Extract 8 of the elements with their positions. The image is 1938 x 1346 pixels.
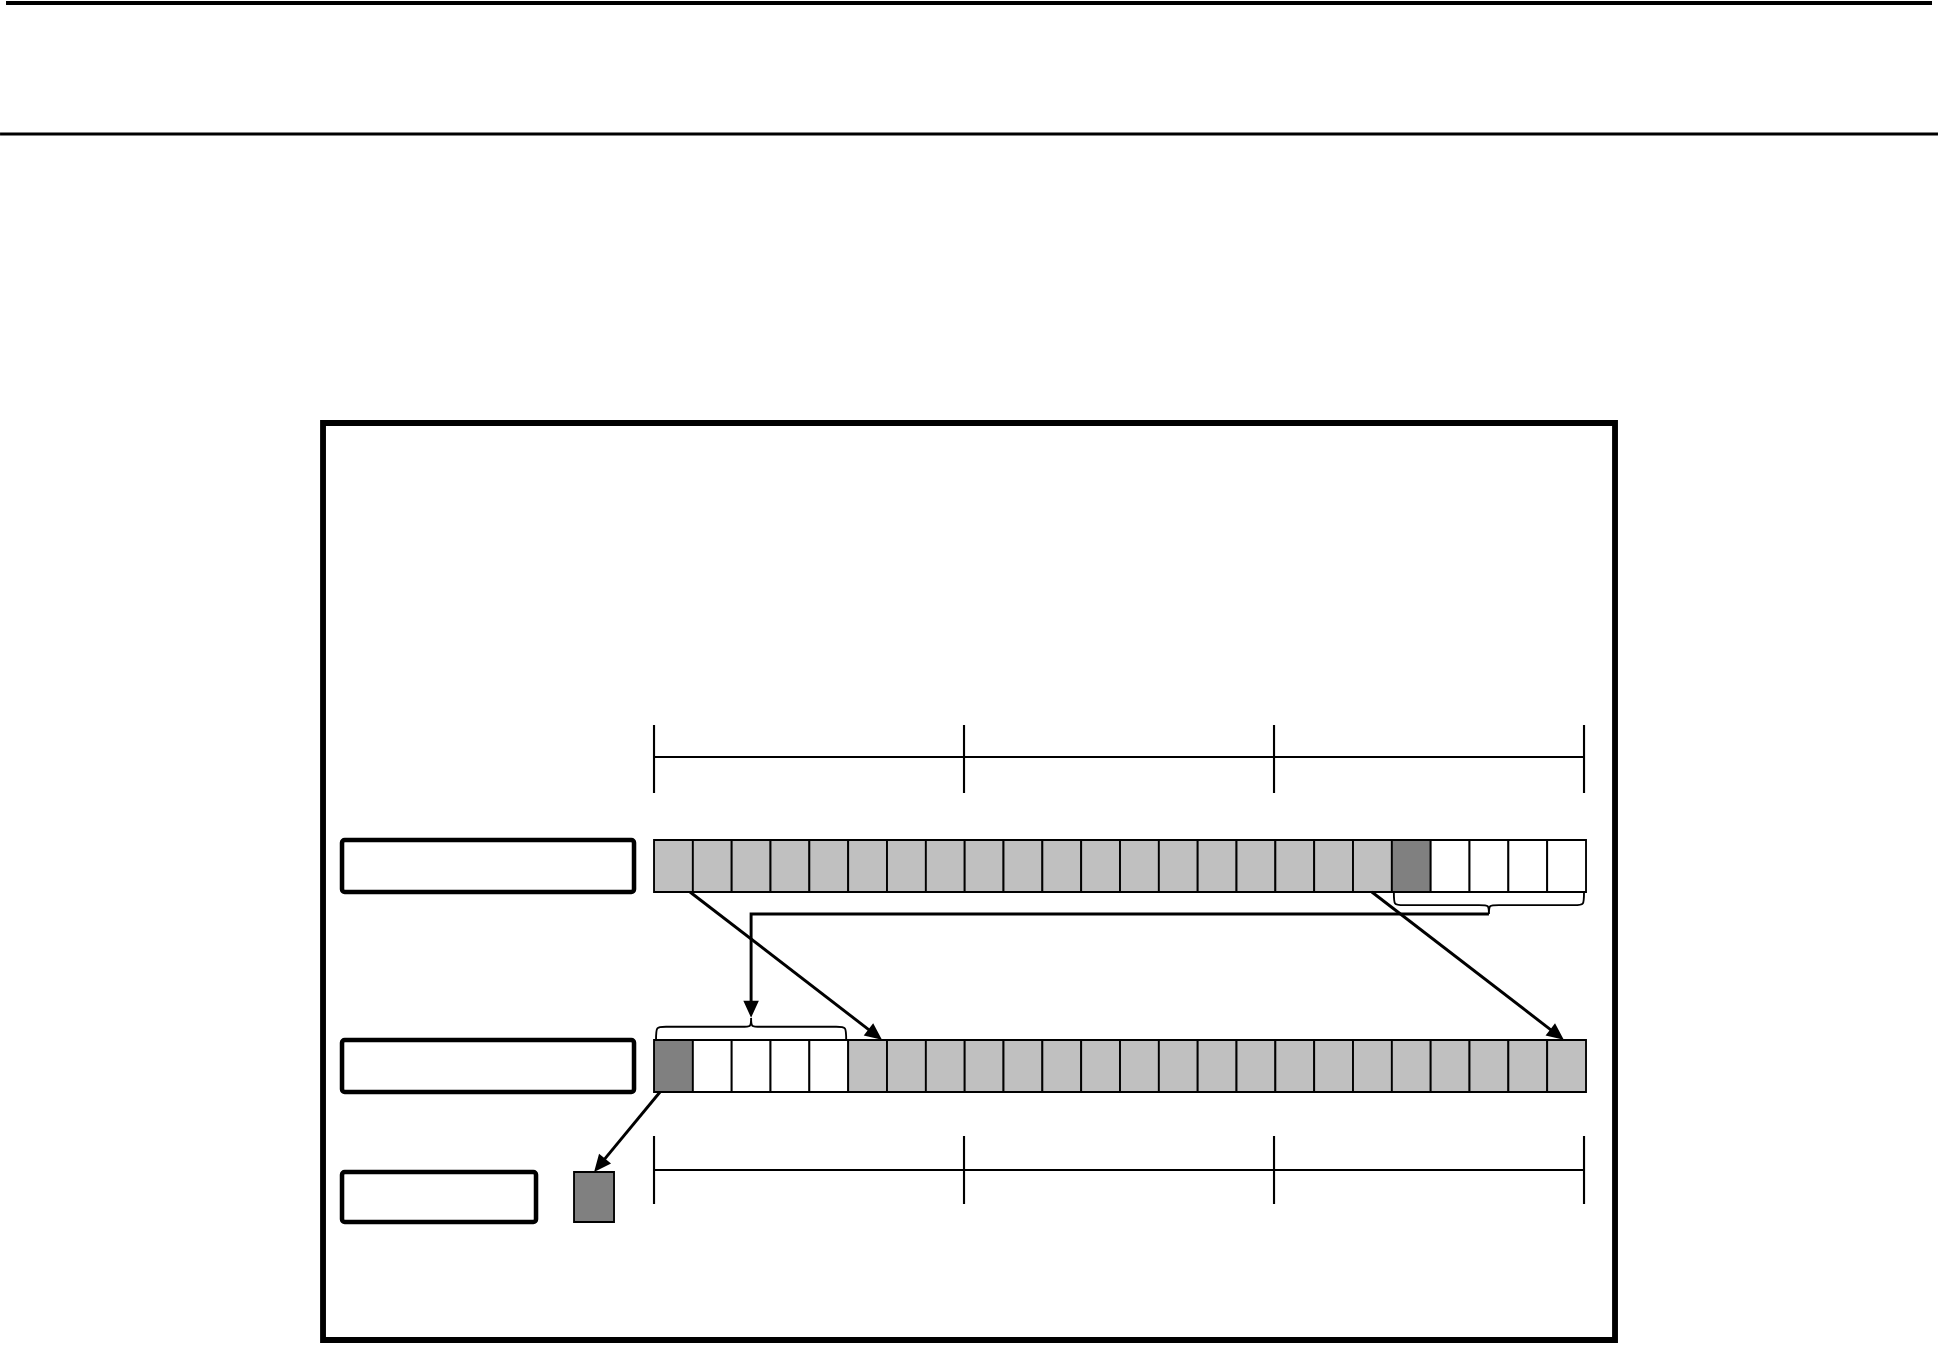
braced-cell-strip — [1390, 839, 1587, 915]
label-box — [339, 837, 637, 895]
cell-strip — [653, 839, 1393, 893]
block — [573, 1171, 615, 1223]
label-box — [339, 1037, 637, 1095]
label-box — [339, 1169, 539, 1225]
cell-strip — [847, 1039, 1587, 1093]
braced-cell-strip — [653, 1017, 850, 1093]
